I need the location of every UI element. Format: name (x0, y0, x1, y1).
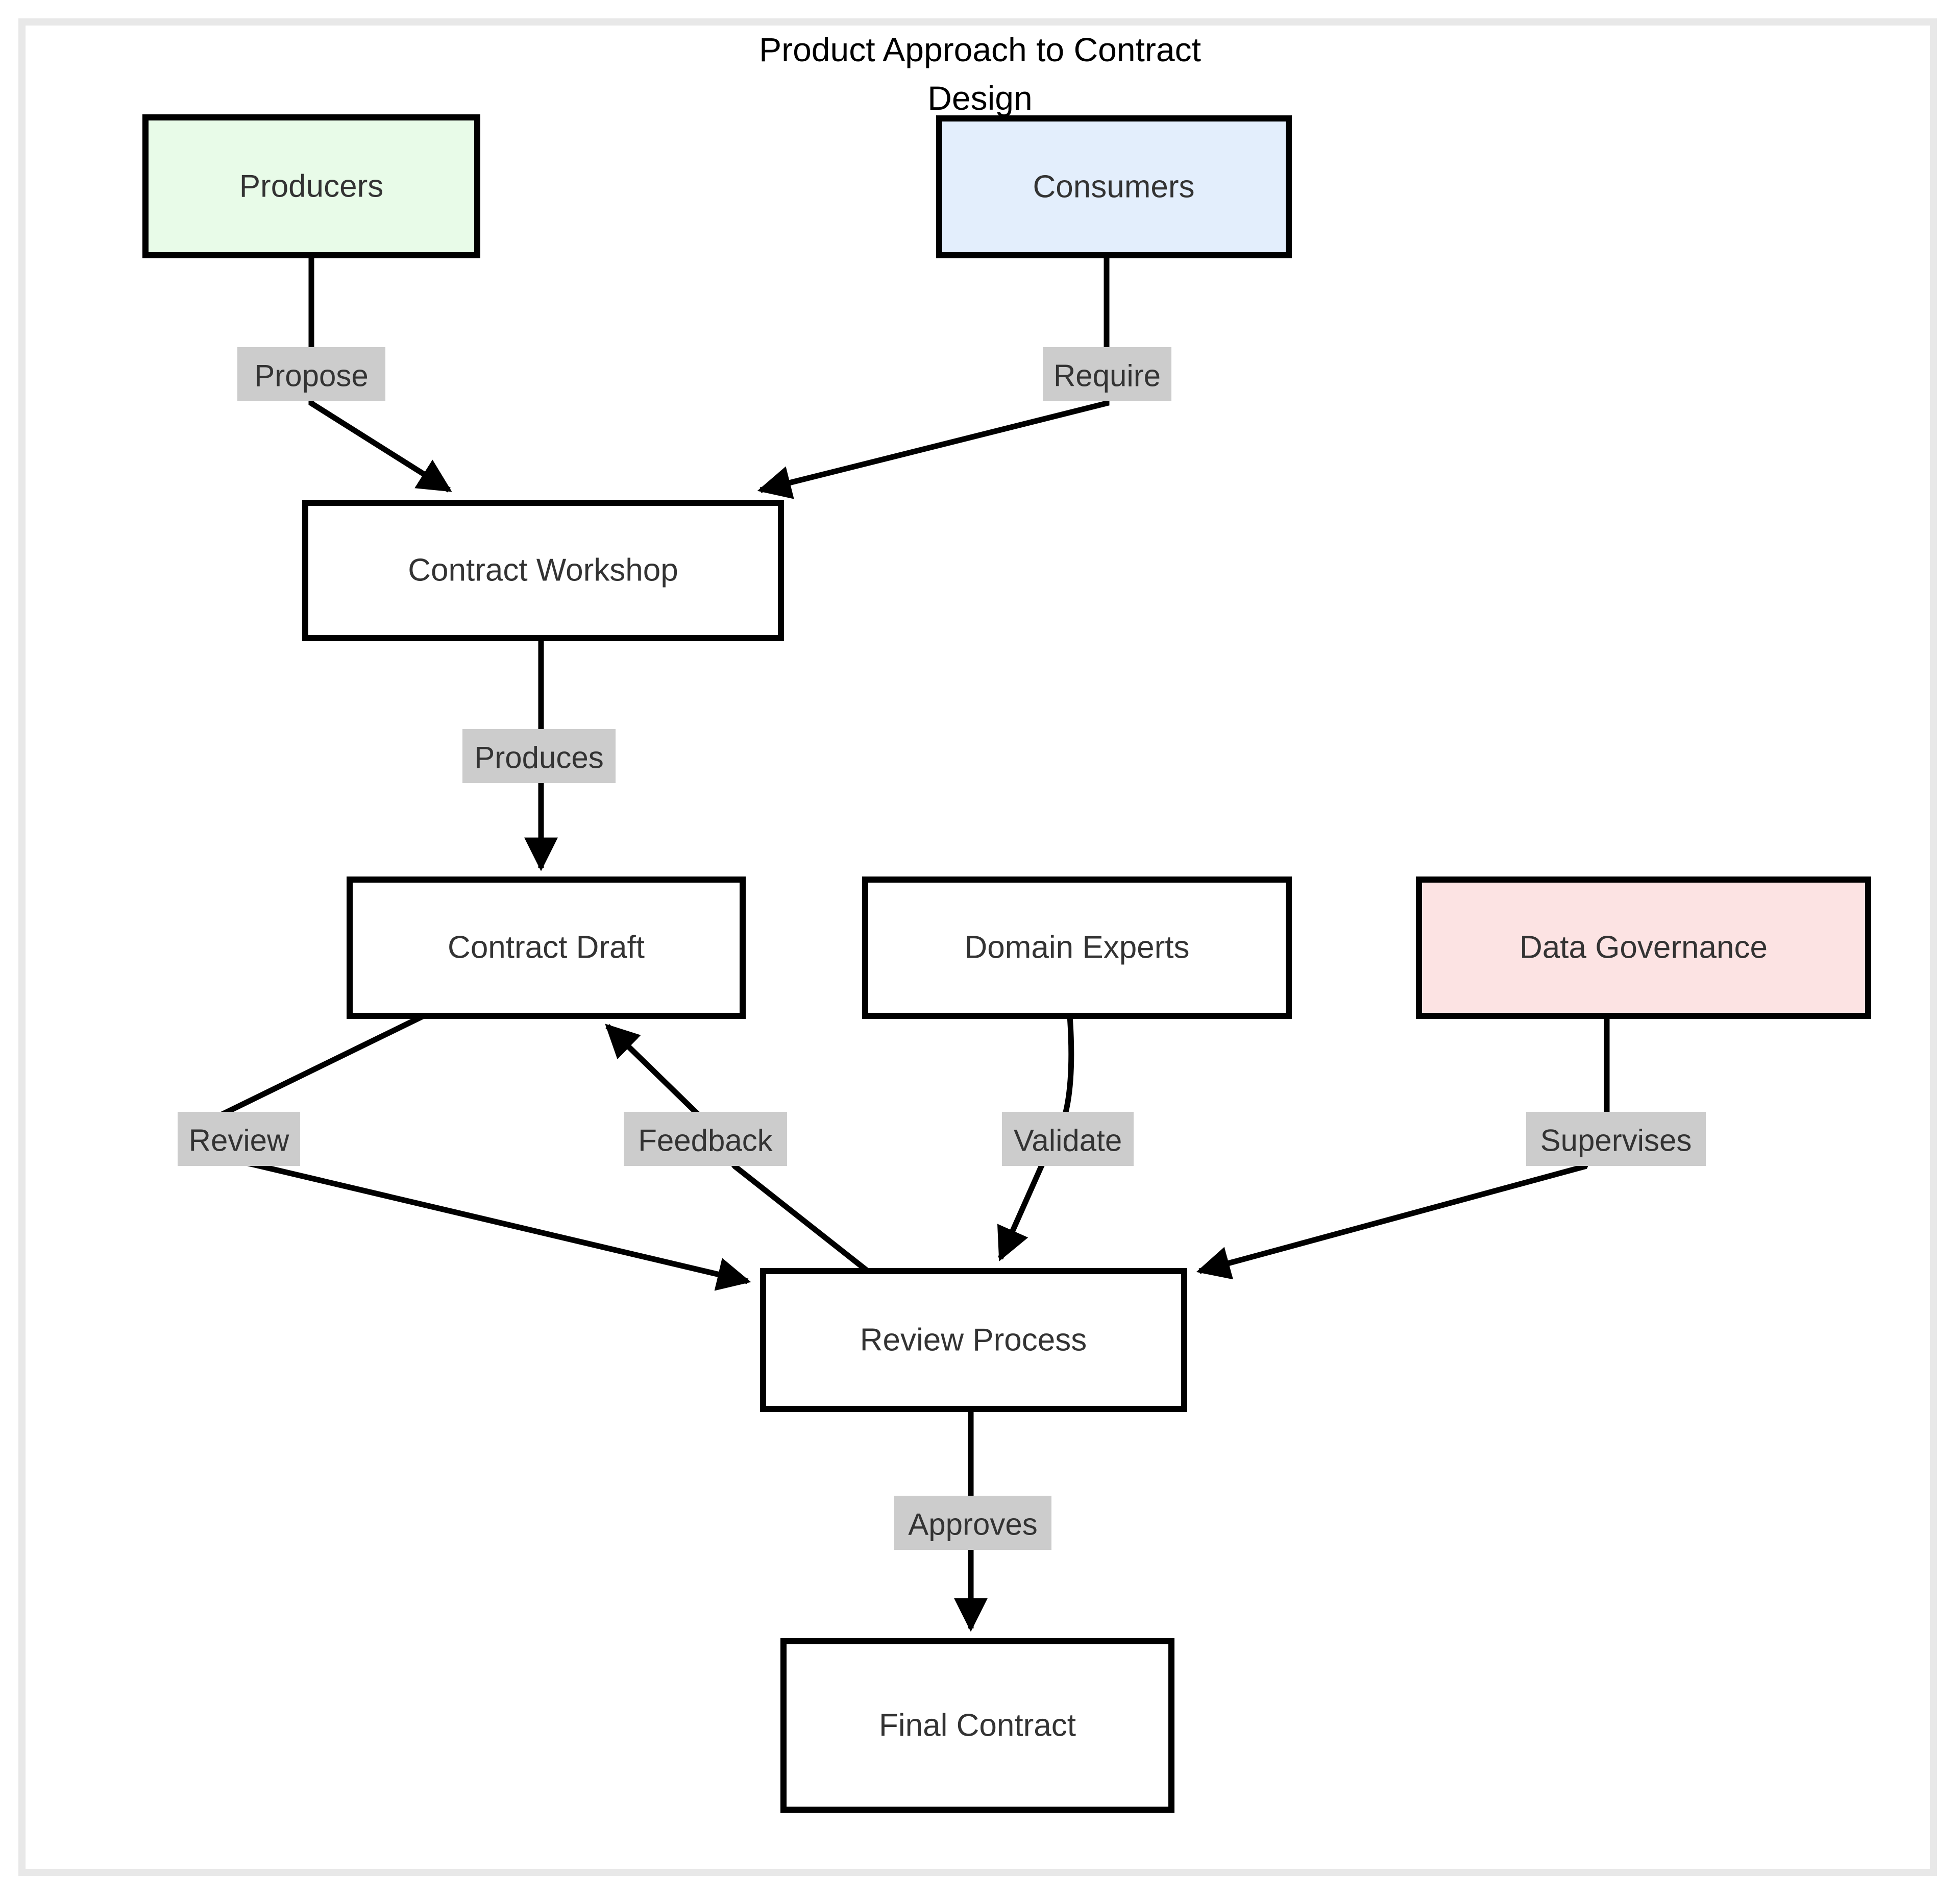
edge-label-review-text: Review (189, 1124, 289, 1158)
edge-label-produces: Produces (462, 729, 616, 783)
edge-label-approves: Approves (894, 1496, 1051, 1550)
node-consumers[interactable]: Consumers (936, 115, 1292, 258)
edge-label-supervises-text: Supervises (1540, 1124, 1692, 1158)
node-consumers-label: Consumers (1033, 169, 1195, 205)
diagram-title-line1: Product Approach to Contract (759, 31, 1201, 68)
edge-label-require: Require (1043, 347, 1171, 401)
node-domain-experts[interactable]: Domain Experts (862, 877, 1292, 1019)
node-contract-draft-label: Contract Draft (448, 930, 645, 965)
node-contract-workshop-label: Contract Workshop (408, 553, 678, 588)
node-domain-experts-label: Domain Experts (964, 930, 1189, 965)
edge-label-feedback-text: Feedback (638, 1124, 773, 1158)
node-contract-workshop[interactable]: Contract Workshop (302, 500, 784, 641)
edge-label-validate-text: Validate (1014, 1124, 1122, 1158)
edge-label-review: Review (178, 1112, 300, 1166)
edge-label-produces-text: Produces (474, 741, 603, 775)
node-producers[interactable]: Producers (142, 114, 480, 258)
nodes-layer: Producers Consumers Contract Workshop Co… (142, 114, 1871, 1813)
node-final-contract[interactable]: Final Contract (780, 1638, 1174, 1813)
edge-label-approves-text: Approves (908, 1507, 1037, 1542)
node-review-process[interactable]: Review Process (760, 1268, 1187, 1412)
edge-label-propose-text: Propose (254, 359, 368, 393)
node-data-governance-label: Data Governance (1520, 930, 1768, 965)
node-contract-draft[interactable]: Contract Draft (347, 877, 746, 1019)
edge-label-feedback: Feedback (624, 1112, 787, 1166)
edge-label-validate: Validate (1002, 1112, 1134, 1166)
node-review-process-label: Review Process (860, 1323, 1087, 1358)
edge-propose (308, 255, 452, 493)
edge-label-require-text: Require (1054, 359, 1161, 393)
edge-labels-layer: Propose Require Produces Review Feedback… (178, 347, 1706, 1550)
node-data-governance[interactable]: Data Governance (1416, 877, 1871, 1019)
node-producers-label: Producers (239, 169, 384, 204)
edge-label-supervises: Supervises (1526, 1112, 1706, 1166)
edge-require (757, 255, 1110, 499)
diagram-title-line2: Design (927, 79, 1032, 117)
node-final-contract-label: Final Contract (879, 1708, 1076, 1743)
edge-label-propose: Propose (237, 347, 385, 401)
